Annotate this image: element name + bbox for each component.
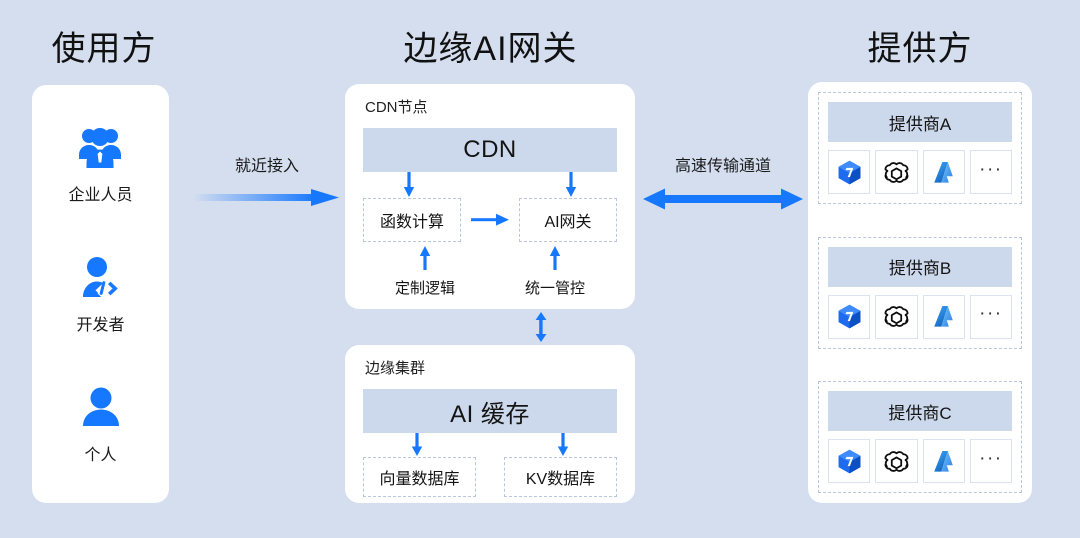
flow-access-label: 就近接入 <box>234 158 299 175</box>
column-title-gateway: 边缘AI网关 <box>403 30 578 68</box>
cdn-down-arrows <box>363 172 617 198</box>
more-ellipsis-label: ··· <box>979 158 1003 180</box>
arrow-down-icon <box>557 433 569 457</box>
cdn-to-edge-connector <box>534 312 548 342</box>
persona-label: 开发者 <box>76 317 125 334</box>
openai-logo-icon <box>875 150 918 194</box>
ai-cache-label: AI 缓存 <box>450 400 530 428</box>
openai-logo-icon <box>875 439 918 483</box>
unified-control-label: 统一管控 <box>524 280 585 297</box>
provider-name-band: 提供商A <box>828 102 1012 142</box>
cdn-band: CDN <box>363 128 617 172</box>
azure-logo-icon <box>922 439 965 483</box>
more-ellipsis-icon: ··· <box>969 150 1012 194</box>
consumer-card: 企业人员 开发者 <box>32 85 169 503</box>
edge-box-row: 向量数据库 KV数据库 <box>363 457 617 497</box>
provider-card: 提供商A <box>808 82 1032 503</box>
qwen-logo-icon <box>828 439 871 483</box>
cdn-sub-caption-row: 定制逻辑 统一管控 <box>363 246 617 298</box>
ai-gateway-box: AI网关 <box>519 198 617 242</box>
individual-user-icon <box>77 383 125 431</box>
cdn-node-card: CDN节点 CDN 函数计算 <box>345 84 635 309</box>
arrow-up-icon <box>549 246 561 275</box>
provider-name-band: 提供商B <box>828 246 1012 287</box>
more-ellipsis-label: ··· <box>979 303 1003 324</box>
arrow-bidirectional-icon <box>641 187 805 216</box>
cdn-box-row: 函数计算 AI网关 <box>363 198 617 242</box>
edge-cluster-card: 边缘集群 AI 缓存 向量数据库 KV数据 <box>345 345 635 503</box>
edge-down-arrows <box>363 433 617 457</box>
provider-logo-row: ··· <box>828 439 1012 483</box>
flow-transit: 高速传输通道 <box>641 152 805 216</box>
provider-name-label: 提供商C <box>888 403 952 423</box>
enterprise-staff-icon <box>76 123 124 171</box>
persona-developer: 开发者 <box>76 253 125 335</box>
more-ellipsis-icon: ··· <box>969 294 1012 339</box>
provider-logo-row: ··· <box>828 294 1012 339</box>
cdn-node-caption: CDN节点 <box>365 99 428 116</box>
more-ellipsis-icon: ··· <box>969 439 1012 483</box>
persona-enterprise-staff: 企业人员 <box>68 123 133 205</box>
unified-control-group: 统一管控 <box>495 246 615 298</box>
column-title-provider: 提供方 <box>867 30 973 68</box>
qwen-logo-icon <box>828 294 871 339</box>
arrow-down-icon <box>565 172 577 198</box>
function-compute-label: 函数计算 <box>379 214 444 231</box>
qwen-logo-icon <box>828 150 871 194</box>
provider-name-label: 提供商A <box>888 114 952 134</box>
function-compute-box: 函数计算 <box>363 198 461 242</box>
kv-database-label: KV数据库 <box>525 471 596 488</box>
arrow-right-small-icon <box>461 213 519 227</box>
ai-cache-band: AI 缓存 <box>363 389 617 433</box>
persona-label: 企业人员 <box>68 187 133 204</box>
arrow-down-icon <box>403 172 415 198</box>
arrow-down-icon <box>411 433 423 457</box>
ai-gateway-label: AI网关 <box>544 214 592 231</box>
persona-label: 个人 <box>84 447 117 464</box>
vector-database-label: 向量数据库 <box>379 471 460 488</box>
custom-logic-group: 定制逻辑 <box>365 246 485 298</box>
cdn-band-label: CDN <box>463 136 517 163</box>
flow-access: 就近接入 <box>193 152 341 214</box>
openai-logo-icon <box>875 294 918 339</box>
arrow-up-icon <box>419 246 431 275</box>
provider-group-a: 提供商A <box>818 92 1022 204</box>
provider-group-b: 提供商B <box>818 236 1022 349</box>
custom-logic-label: 定制逻辑 <box>394 280 455 297</box>
more-ellipsis-label: ··· <box>979 447 1003 469</box>
provider-name-band: 提供商C <box>828 391 1012 431</box>
edge-cluster-caption: 边缘集群 <box>365 360 426 377</box>
vector-database-box: 向量数据库 <box>363 457 476 497</box>
azure-logo-icon <box>922 150 965 194</box>
column-title-consumer: 使用方 <box>51 30 157 68</box>
flow-transit-label: 高速传输通道 <box>674 158 771 175</box>
arrow-right-gradient-icon <box>193 187 341 214</box>
persona-individual-user: 个人 <box>77 383 125 465</box>
provider-name-label: 提供商B <box>888 259 952 278</box>
provider-logo-row: ··· <box>828 150 1012 194</box>
kv-database-box: KV数据库 <box>504 457 617 497</box>
developer-icon <box>76 253 124 301</box>
provider-group-c: 提供商C <box>818 381 1022 493</box>
azure-logo-icon <box>922 294 965 339</box>
